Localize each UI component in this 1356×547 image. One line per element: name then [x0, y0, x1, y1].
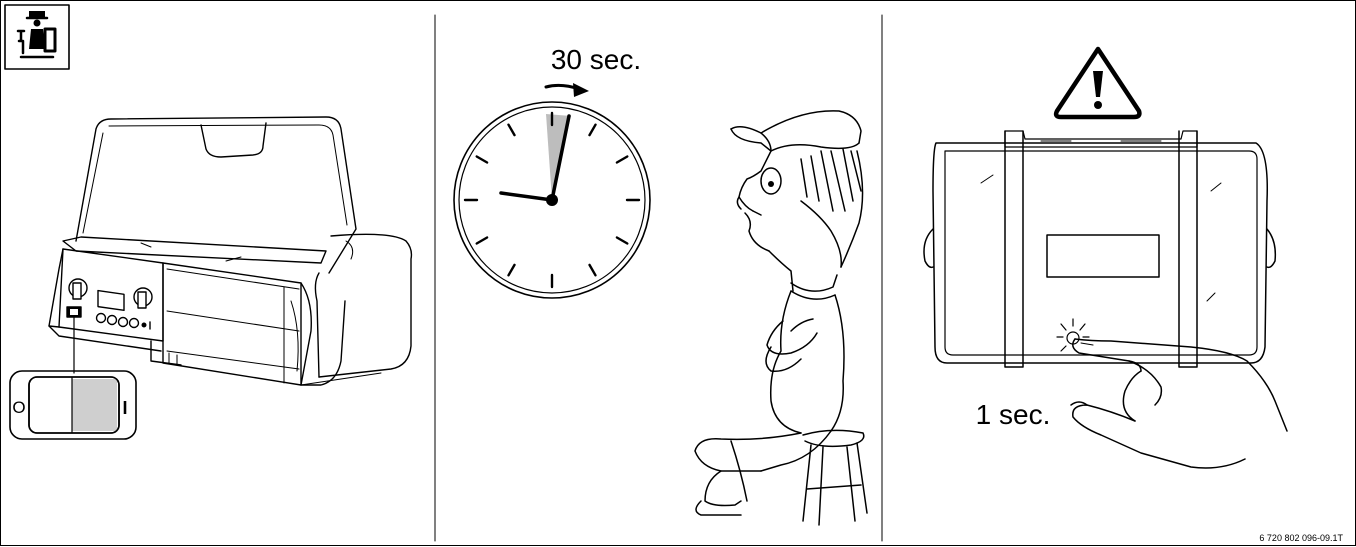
press-duration-label: 1 sec.	[976, 399, 1051, 430]
boiler-illustration	[49, 117, 411, 385]
figure-reference-code: 6 720 802 096-09.1T	[1259, 533, 1343, 543]
warning-icon	[1056, 49, 1139, 117]
switch-off-label: O	[12, 398, 25, 417]
main-switch-closeup: O I	[10, 371, 136, 439]
clockwise-arrow-icon	[546, 83, 589, 97]
clock-icon	[454, 102, 650, 298]
control-unit-illustration	[924, 131, 1275, 367]
waiting-person-illustration	[695, 111, 867, 525]
wait-duration-label: 30 sec.	[551, 44, 641, 75]
technician-icon	[5, 5, 69, 69]
switch-on-side-highlight	[72, 379, 117, 431]
switch-on-label: I	[122, 398, 127, 418]
